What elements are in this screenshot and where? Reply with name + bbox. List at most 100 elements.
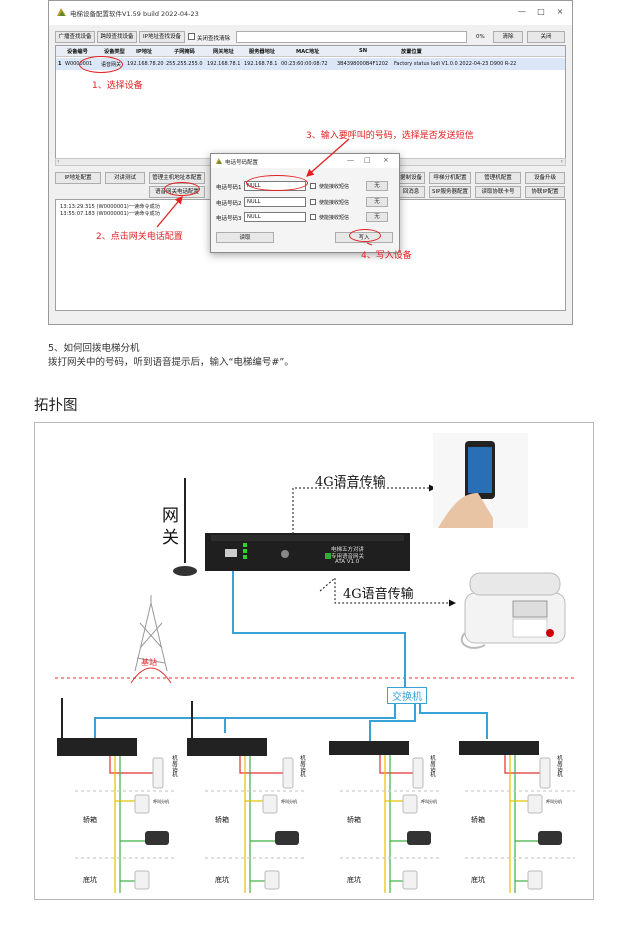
table-header: 设备编号 设备类型 IP地址 子网掩码 网关地址 服务器地址 MAC地址 SN …	[56, 46, 565, 57]
unit3-car: 轿箱	[347, 816, 361, 824]
unit2-pit: 底坑	[215, 876, 229, 884]
cross-segment-search-button[interactable]: 跨段查找设备	[97, 31, 137, 43]
cell-gateway: 192.168.78.1	[207, 61, 241, 67]
topology-lines	[55, 433, 575, 893]
cell-sn: 3B4398000B4F1202	[337, 61, 389, 67]
read-card-button[interactable]: 读取协联卡号	[475, 186, 521, 198]
col-device-type: 设备类型	[104, 49, 125, 55]
maximize-button[interactable]: □	[537, 7, 545, 16]
unit3-pit: 底坑	[347, 876, 361, 884]
unit1-pit: 底坑	[83, 876, 97, 884]
annotation-2: 2、点击网关电话配置	[96, 232, 183, 242]
progress-percent: 0%	[476, 34, 485, 40]
transfer-label-2: 4G语音传输	[343, 587, 414, 602]
close-search-label: 关闭查找清除	[197, 36, 231, 42]
device-upgrade-button[interactable]: 设备升级	[525, 172, 565, 184]
cell-ip: 192.168.78.20	[127, 61, 164, 67]
unit1-room-phone: 机房话机	[171, 755, 177, 777]
unit1-car: 轿箱	[83, 816, 97, 824]
unit2-car: 轿箱	[215, 816, 229, 824]
unit2-room-phone: 机房话机	[299, 755, 305, 777]
ip-config-button[interactable]: IP地址配置	[55, 172, 101, 184]
dialog-app-icon	[215, 158, 223, 164]
annotation-3: 3、输入要呼叫的号码，选择是否发送短信	[306, 131, 474, 141]
manager-config-button[interactable]: 管理机配置	[475, 172, 521, 184]
col-mac: MAC地址	[296, 49, 320, 55]
close-button[interactable]: 关闭	[527, 31, 565, 43]
toolbar: 广播查找设备 跨段查找设备 IP地址查找设备 关闭查找清除 0% 清除 关闭	[49, 27, 572, 43]
col-ip: IP地址	[136, 49, 153, 55]
phone2-label: 电话号码2	[216, 201, 242, 207]
dialog-title-bar: 电话号码配置 — □ ×	[211, 154, 399, 168]
phone2-none-button[interactable]: 无	[366, 197, 388, 207]
col-server: 服务器地址	[249, 49, 275, 55]
phone3-sms-label: 使能接收短信	[319, 215, 350, 221]
gateway-label-2: 关	[162, 528, 179, 548]
annotation-1: 1、选择设备	[92, 81, 143, 91]
switch-label: 交换机	[387, 687, 427, 704]
ip-link-config-button[interactable]: 协联IP配置	[525, 186, 565, 198]
annotation-arrows	[156, 138, 373, 246]
phone2-sms-label: 使能接收短信	[319, 200, 350, 206]
read-button[interactable]: 读取	[216, 232, 274, 243]
dialog-title: 电话号码配置	[225, 160, 259, 166]
button-row-1: IP地址配置 对讲测试 管理主机地址本配置 据制设备 呼梯分机配置 管理机配置 …	[49, 171, 572, 185]
device-text-1: 电梯五方对讲	[331, 547, 365, 553]
title-bar: 电梯设备配置软件V1.59 build 2022-04-23 — □ ×	[49, 1, 572, 25]
phone1-sms-checkbox[interactable]	[310, 183, 316, 189]
topology-diagram: 网 关 4G语音传输 4G语音传输 基站 交换机 电梯五方对讲 专用语音网关 A…	[34, 422, 594, 900]
close-window-button[interactable]: ×	[556, 7, 564, 16]
col-mask: 子网掩码	[174, 49, 195, 55]
unit3-room-phone: 机房话机	[429, 755, 435, 777]
col-device-no: 设备编号	[67, 49, 88, 55]
unit4-car: 轿箱	[471, 816, 485, 824]
sip-server-config-button[interactable]: SIP服务器配置	[429, 186, 471, 198]
log-line: 13:55:07.183 (W0000001)一读命令成功	[60, 211, 160, 217]
clear-button[interactable]: 清除	[493, 31, 523, 43]
phone2-input[interactable]: NULL	[244, 197, 306, 207]
phone1-label: 电话号码1	[216, 185, 242, 191]
phone1-ring	[246, 175, 308, 191]
close-search-checkbox[interactable]	[188, 33, 195, 40]
row-index: 1	[58, 61, 62, 67]
smartphone	[433, 433, 528, 528]
phone3-none-button[interactable]: 无	[366, 212, 388, 222]
topology-title: 拓扑图	[34, 398, 78, 414]
phone1-none-button[interactable]: 无	[366, 181, 388, 191]
minimize-button[interactable]: —	[518, 7, 526, 16]
col-location: 放置位置	[401, 49, 422, 55]
write-button-ring	[349, 229, 381, 242]
dialog-maximize-icon[interactable]: □	[364, 156, 371, 164]
phone1-sms-label: 使能接收短信	[319, 184, 350, 190]
dialog-minimize-icon[interactable]: —	[347, 156, 354, 164]
unit3-ext-label: 呼叫分机	[421, 799, 437, 804]
search-input[interactable]	[236, 31, 467, 43]
phone3-input[interactable]: NULL	[244, 212, 306, 222]
device-text-3: ATA V1.0	[335, 559, 360, 565]
unit1-ext-label: 呼叫分机	[153, 799, 169, 804]
scroll-left-icon[interactable]: ‹	[57, 158, 60, 165]
unit4-room-phone: 机房话机	[556, 755, 562, 777]
select-device-ring	[79, 56, 123, 73]
cell-mac: 00:23:60:00:08:72	[281, 61, 328, 67]
dialog-close-icon[interactable]: ×	[383, 156, 389, 164]
gateway-label-1: 网	[162, 506, 179, 526]
col-gateway: 网关地址	[213, 49, 234, 55]
broadcast-search-button[interactable]: 广播查找设备	[55, 31, 95, 43]
base-station-label: 基站	[141, 658, 157, 667]
col-sn: SN	[359, 48, 368, 54]
phone2-sms-checkbox[interactable]	[310, 199, 316, 205]
desk-phone	[460, 572, 566, 649]
scroll-right-icon[interactable]: ›	[560, 158, 563, 165]
app-screenshot: 电梯设备配置软件V1.59 build 2022-04-23 — □ × 广播查…	[48, 0, 573, 325]
phone3-sms-checkbox[interactable]	[310, 214, 316, 220]
cell-mask: 255.255.255.0	[166, 61, 203, 67]
section-5-body: 拨打网关中的号码，听到语音提示后，输入“电梯编号#”。	[48, 357, 294, 368]
base-station-tower	[134, 595, 168, 672]
intercom-test-button[interactable]: 对讲测试	[105, 172, 145, 184]
unit2-ext-label: 呼叫分机	[281, 799, 297, 804]
unit4-pit: 底坑	[471, 876, 485, 884]
ip-search-button[interactable]: IP地址查找设备	[139, 31, 185, 43]
cell-location: Factory status ludi V1.0.0 2022-04-23 D9…	[394, 61, 517, 67]
call-extension-config-button[interactable]: 呼梯分机配置	[429, 172, 471, 184]
